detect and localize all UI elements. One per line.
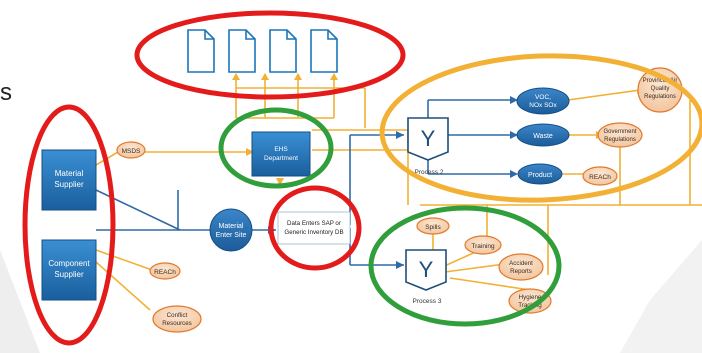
- svg-text:MSDS: MSDS: [122, 148, 141, 155]
- process-2-symbol: Y: [421, 126, 436, 151]
- msds-pill: MSDS: [116, 141, 146, 159]
- document-icons: [187, 29, 338, 73]
- product-label: Product: [528, 172, 552, 179]
- reach-right-pill: REACh: [582, 166, 618, 186]
- svg-text:Training: Training: [471, 243, 495, 250]
- product-node: Product: [517, 163, 563, 185]
- voc-node: VOC,NOx SOx: [516, 87, 570, 115]
- voc-label: VOC,NOx SOx: [529, 94, 557, 109]
- process-2-label: Process 2: [415, 169, 444, 176]
- training-pill: Training: [464, 235, 502, 255]
- svg-text:REACh: REACh: [589, 174, 611, 181]
- document-icon: [310, 29, 338, 73]
- slide-edge-text: s: [0, 79, 12, 106]
- reach-left-pill: REACh: [149, 262, 181, 280]
- waste-label: Waste: [533, 133, 553, 140]
- red-ring-data-entry: [268, 185, 362, 271]
- process-3-node: Y Process 3: [405, 249, 447, 305]
- process-3-label: Process 3: [413, 298, 442, 305]
- green-ring-ehs: [218, 107, 334, 189]
- document-icon: [187, 29, 215, 73]
- waste-node: Waste: [516, 123, 570, 147]
- orange-arrowheads: [232, 73, 645, 186]
- process-3-symbol: Y: [419, 257, 434, 282]
- process-2-node: Y Process 2: [407, 117, 449, 176]
- spills-pill: Spills: [416, 217, 450, 235]
- document-icon: [228, 29, 256, 73]
- green-ring-process-3: [368, 205, 562, 327]
- red-ring-suppliers: [22, 104, 116, 346]
- svg-text:Spills: Spills: [425, 224, 441, 231]
- red-ring-documents: [134, 10, 406, 100]
- document-icon: [269, 29, 297, 73]
- svg-text:REACh: REACh: [154, 269, 176, 276]
